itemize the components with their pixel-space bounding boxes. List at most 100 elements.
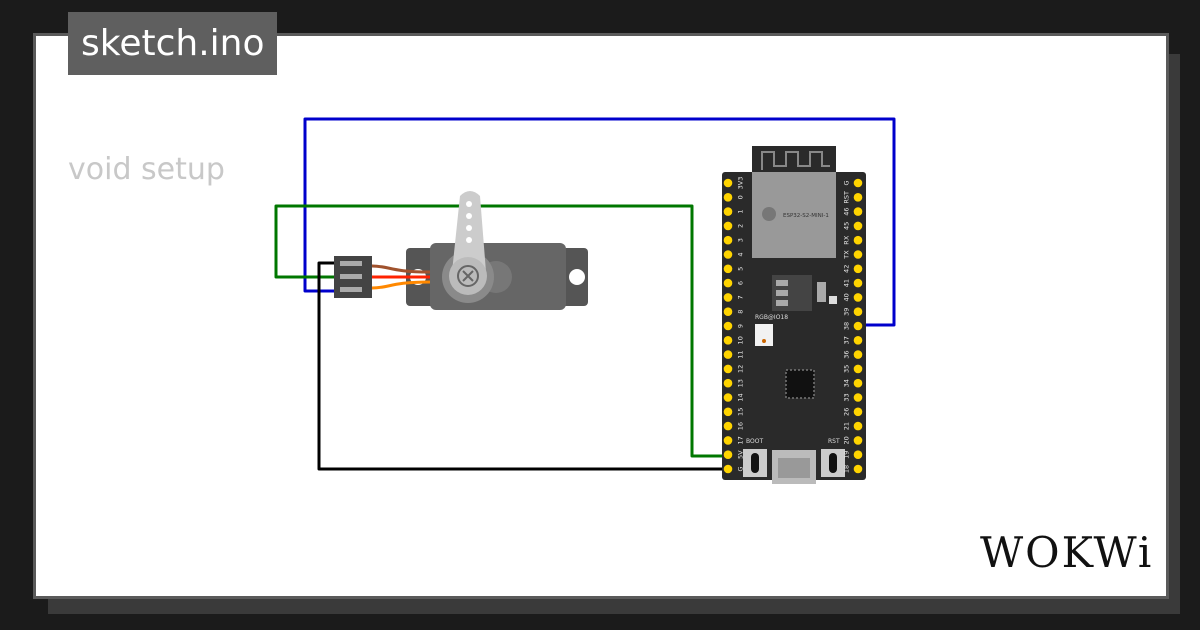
pin-label: 35 — [842, 365, 850, 373]
pin-label: 16 — [736, 422, 744, 430]
reset-button-label: RST — [828, 438, 840, 445]
pin-pad[interactable] — [723, 464, 733, 474]
pin-pad[interactable] — [723, 193, 733, 202]
pin-pad[interactable] — [723, 293, 733, 302]
pin-pad[interactable] — [723, 450, 733, 460]
pin-pad[interactable] — [853, 407, 863, 417]
pin-pad[interactable] — [853, 193, 863, 202]
pin-label: 33 — [842, 393, 850, 401]
pin-pad[interactable] — [853, 464, 863, 474]
pin-pad[interactable] — [723, 421, 733, 431]
simulation-canvas[interactable] — [33, 33, 1169, 599]
pin-label: 21 — [842, 422, 850, 430]
pin-label: 19 — [842, 451, 850, 459]
pin-label: 14 — [736, 393, 744, 401]
servo-cable-brown — [371, 264, 431, 274]
esp32-s2-devkit-board[interactable]: ESP32-S2-MINI-1 RGB@IO18 BOOT RST 3V3012… — [722, 146, 866, 484]
pin-pad[interactable] — [853, 178, 863, 188]
pin-pad[interactable] — [853, 350, 863, 359]
pin-label: G — [842, 180, 850, 185]
pin-pad[interactable] — [723, 364, 733, 374]
pin-label: 18 — [842, 465, 850, 473]
pin-pad[interactable] — [853, 421, 863, 431]
pin-pad[interactable] — [723, 436, 733, 445]
pin-pad[interactable] — [853, 307, 863, 317]
pin-label: 39 — [842, 308, 850, 316]
servo-power-wire[interactable] — [274, 204, 726, 458]
pin-label: 6 — [736, 281, 744, 285]
pin-pad[interactable] — [723, 350, 733, 359]
pin-label: 26 — [842, 408, 850, 416]
pin-pad[interactable] — [853, 235, 863, 245]
file-tab-sketch[interactable]: sketch.ino — [68, 12, 278, 75]
pin-pad[interactable] — [853, 278, 863, 288]
pin-label: 5V — [736, 450, 744, 459]
code-preview-text: void setup — [68, 152, 225, 187]
pin-label: TX — [842, 250, 850, 260]
pin-pad[interactable] — [723, 321, 733, 331]
espressif-logo-icon — [762, 207, 776, 221]
rgb-led-label: RGB@IO18 — [755, 314, 788, 321]
right-pin-header: GRST4645RXTX4241403938373635343326212019… — [842, 178, 863, 474]
pin-pad[interactable] — [853, 221, 863, 231]
pin-label: 11 — [736, 350, 744, 358]
pin-label: 5 — [736, 267, 744, 271]
rgb-led — [755, 324, 773, 346]
pin-label: 1 — [736, 210, 744, 214]
pin-pad[interactable] — [723, 393, 733, 402]
wokwi-logo: WOKWi — [980, 528, 1153, 577]
pin-pad[interactable] — [853, 336, 863, 345]
pin-pad[interactable] — [723, 207, 733, 216]
pin-label: 2 — [736, 224, 744, 228]
servo-motor[interactable] — [334, 191, 588, 310]
pin-pad[interactable] — [853, 293, 863, 302]
pin-pad[interactable] — [723, 235, 733, 245]
servo-signal-wire[interactable] — [303, 117, 896, 327]
pin-pad[interactable] — [723, 407, 733, 417]
antenna-trace — [761, 151, 830, 170]
pin-pad[interactable] — [723, 378, 733, 388]
pin-pad[interactable] — [853, 321, 863, 331]
pin-pad[interactable] — [723, 221, 733, 231]
pin-label: RST — [842, 191, 850, 204]
pin-pad[interactable] — [853, 264, 863, 274]
pin-pad[interactable] — [723, 278, 733, 288]
pin-pad[interactable] — [853, 436, 863, 445]
pin-pad[interactable] — [853, 450, 863, 460]
module-label: ESP32-S2-MINI-1 — [783, 213, 829, 219]
pin-pad[interactable] — [723, 250, 733, 259]
pin-label: 42 — [842, 265, 850, 273]
pin-pad[interactable] — [853, 378, 863, 388]
pin-label: 41 — [842, 279, 850, 287]
pin-pad[interactable] — [853, 250, 863, 259]
pin-label: 38 — [842, 322, 850, 330]
wokwi-logo-text: WOKWi — [980, 528, 1153, 577]
pin-label: 15 — [736, 408, 744, 416]
boot-button-label: BOOT — [746, 438, 763, 445]
pin-label: 37 — [842, 336, 850, 344]
pin-label: 3V3 — [736, 177, 744, 190]
servo-ground-wire[interactable] — [317, 261, 726, 471]
pin-label: 46 — [842, 207, 850, 215]
pin-pad[interactable] — [723, 178, 733, 188]
pin-label: 12 — [736, 365, 744, 373]
pin-label: 7 — [736, 295, 744, 299]
pin-pad[interactable] — [853, 393, 863, 402]
pin-label: 3 — [736, 238, 744, 242]
servo-horn — [452, 191, 486, 272]
servo-mount-hole-right — [569, 269, 585, 285]
pin-pad[interactable] — [853, 364, 863, 374]
pin-pad[interactable] — [723, 336, 733, 345]
pin-pad[interactable] — [853, 207, 863, 216]
pin-label: 13 — [736, 379, 744, 387]
pin-label: 40 — [842, 293, 850, 301]
pin-label: 17 — [736, 436, 744, 444]
pin-pad[interactable] — [723, 307, 733, 317]
pin-label: 10 — [736, 336, 744, 344]
servo-cable-orange — [371, 280, 431, 290]
pin-pad[interactable] — [723, 264, 733, 274]
pin-label: 4 — [736, 252, 744, 256]
pin-label: 8 — [736, 310, 744, 314]
pin-label: RX — [842, 235, 850, 245]
servo-screw-icon — [457, 265, 479, 287]
